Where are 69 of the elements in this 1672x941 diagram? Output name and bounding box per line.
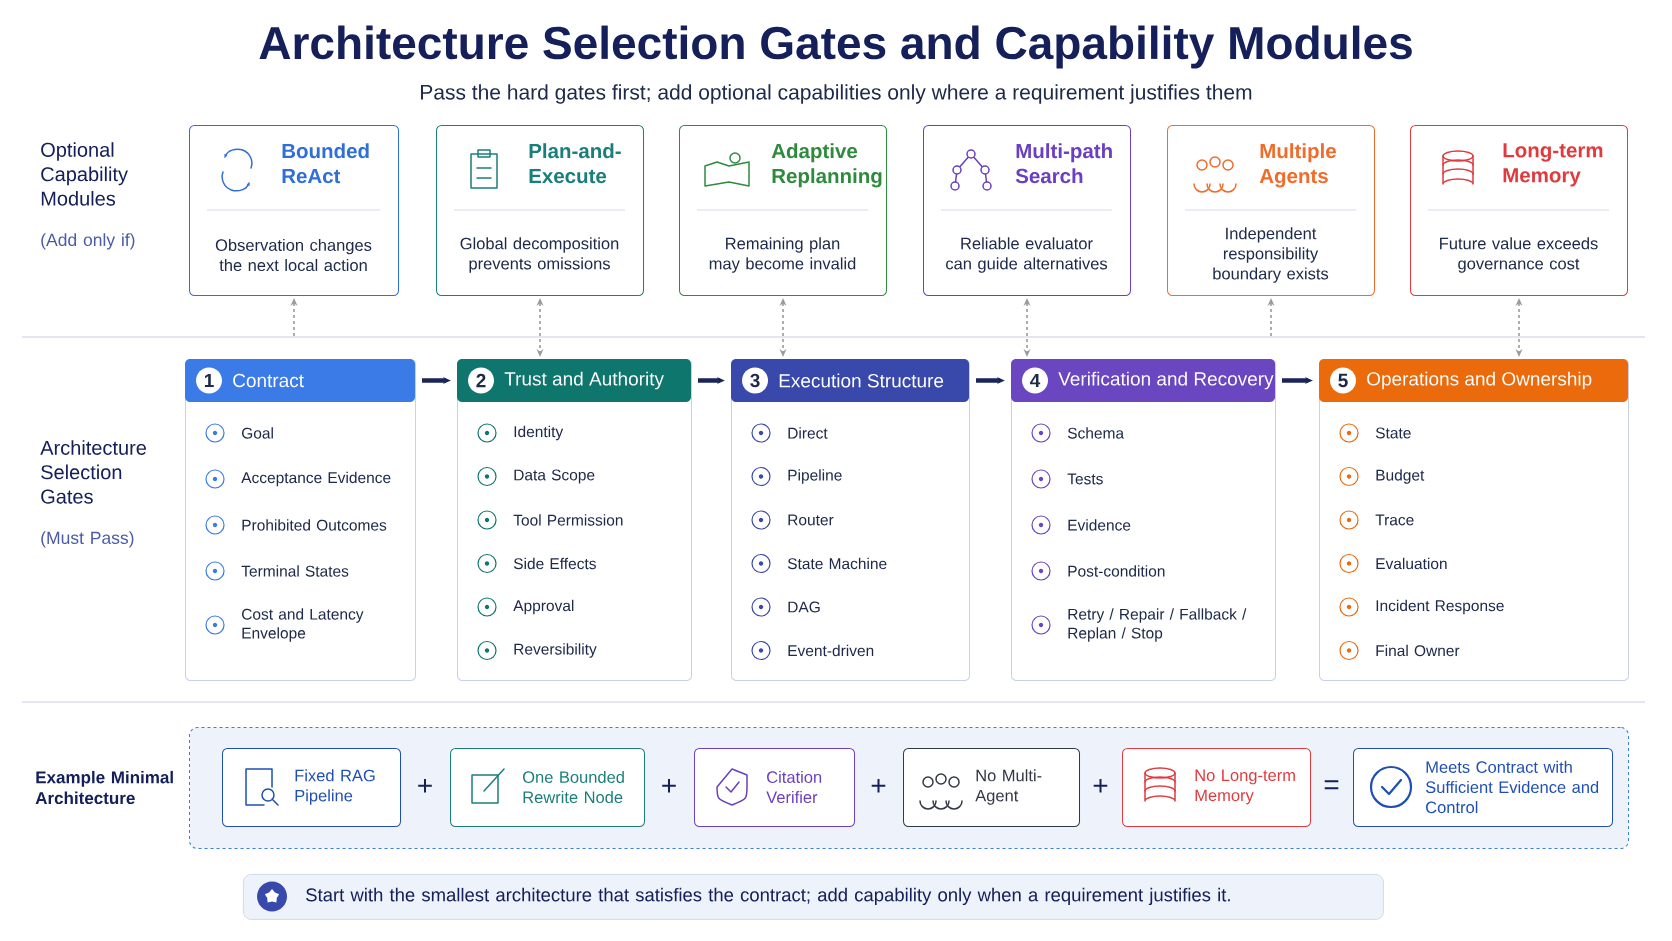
subtitle: Pass the hard gates first; add optional capabilities only where a requirement justifies them [421, 84, 1252, 104]
module-title: Plan-and-Execute [529, 143, 621, 184]
gate-title: Execution Structure [779, 373, 944, 388]
gate-item: Router [788, 514, 834, 526]
module-description: Remaining plan may become invalid [709, 237, 856, 273]
gate-item: Data Scope [514, 469, 595, 484]
gate-item: Evidence [1068, 519, 1131, 531]
component-label: No Multi-Agent [975, 769, 1042, 805]
step-number: 2 [468, 367, 494, 394]
component-label: One Bounded Rewrite Node [523, 770, 624, 804]
operator-sign: + [418, 778, 432, 793]
gate-item: Reversibility [514, 643, 597, 658]
gate-item: Pipeline [788, 469, 842, 484]
gate-item: Trace [1375, 514, 1414, 526]
row-note: (Add only if) [41, 233, 135, 250]
module-description: Reliable evaluator can guide alternatives [946, 237, 1108, 273]
gate-item: Terminal States [241, 565, 349, 577]
step-number: 1 [196, 367, 222, 394]
gate-title: Contract [233, 373, 304, 388]
gate-item: Cost and Latency Envelope [242, 608, 364, 642]
gate-item: Tests [1067, 473, 1103, 485]
operator-sign: + [1093, 778, 1108, 793]
gate-item: DAG [788, 601, 820, 613]
gate-title: Operations and Ownership [1367, 371, 1592, 390]
step-number: 5 [1330, 367, 1356, 394]
module-title: Multiple Agents [1259, 143, 1336, 188]
gate-item: Budget [1376, 469, 1425, 484]
step-number: 4 [1022, 367, 1048, 394]
gate-item: Goal [242, 427, 273, 439]
title: Architecture Selection Gates and Capability Modules [259, 25, 1412, 69]
operator-sign: = [1324, 780, 1339, 790]
note-text: Start with the smallest architecture that satisfies the contract; add capability only when a requirement justifies it. [306, 887, 1230, 906]
component-label: Citation Verifier [766, 770, 822, 804]
operator-sign: + [871, 778, 886, 793]
module-description: Global decomposition prevents omissions [460, 237, 619, 273]
gate-item: State [1375, 427, 1411, 439]
gate-item: Identity [514, 425, 564, 441]
module-title: Adaptive Replanning [771, 143, 882, 188]
gate-item: Tool Permission [513, 514, 623, 526]
gate-item: Acceptance Evidence [241, 471, 391, 487]
operator-sign: + [662, 778, 676, 793]
gate-item: Event-driven [788, 644, 874, 657]
module-description: Observation changes the next local action [215, 238, 372, 272]
gate-item: Retry / Repair / Fallback / Replan / Stop [1068, 608, 1247, 642]
step-number: 3 [742, 367, 768, 394]
module-title: Bounded ReAct [282, 143, 369, 184]
component-label: Fixed RAG Pipeline [295, 769, 375, 805]
gate-item: Approval [513, 599, 574, 615]
component-label: No Long-term Memory [1195, 769, 1295, 805]
component-label: Meets Contract with Sufficient Evidence and Control [1425, 760, 1599, 814]
gate-item: Side Effects [513, 557, 596, 570]
gate-item: Evaluation [1376, 557, 1447, 570]
gate-item: State Machine [787, 557, 887, 570]
gate-item: Direct [788, 427, 828, 439]
module-title: Multi-path Search [1015, 143, 1112, 184]
row-heading: Optional Capability Modules [41, 142, 128, 206]
gate-item: Incident Response [1376, 599, 1504, 615]
gate-item: Final Owner [1376, 644, 1460, 657]
gate-item: Post-condition [1068, 565, 1165, 577]
module-description: Independent responsibility boundary exists [1213, 227, 1329, 283]
gate-item: Schema [1067, 427, 1125, 439]
group-heading: Example Minimal Architecture [35, 770, 173, 805]
row-note: (Must Pass) [41, 531, 134, 548]
gate-item: Prohibited Outcomes [242, 519, 387, 531]
gate-title: Trust and Authority [504, 371, 664, 390]
gate-title: Verification and Recovery [1058, 371, 1274, 390]
module-description: Future value exceeds governance cost [1440, 237, 1598, 273]
module-title: Long-term Memory [1503, 143, 1603, 187]
row-heading: Architecture Selection Gates [40, 440, 146, 504]
